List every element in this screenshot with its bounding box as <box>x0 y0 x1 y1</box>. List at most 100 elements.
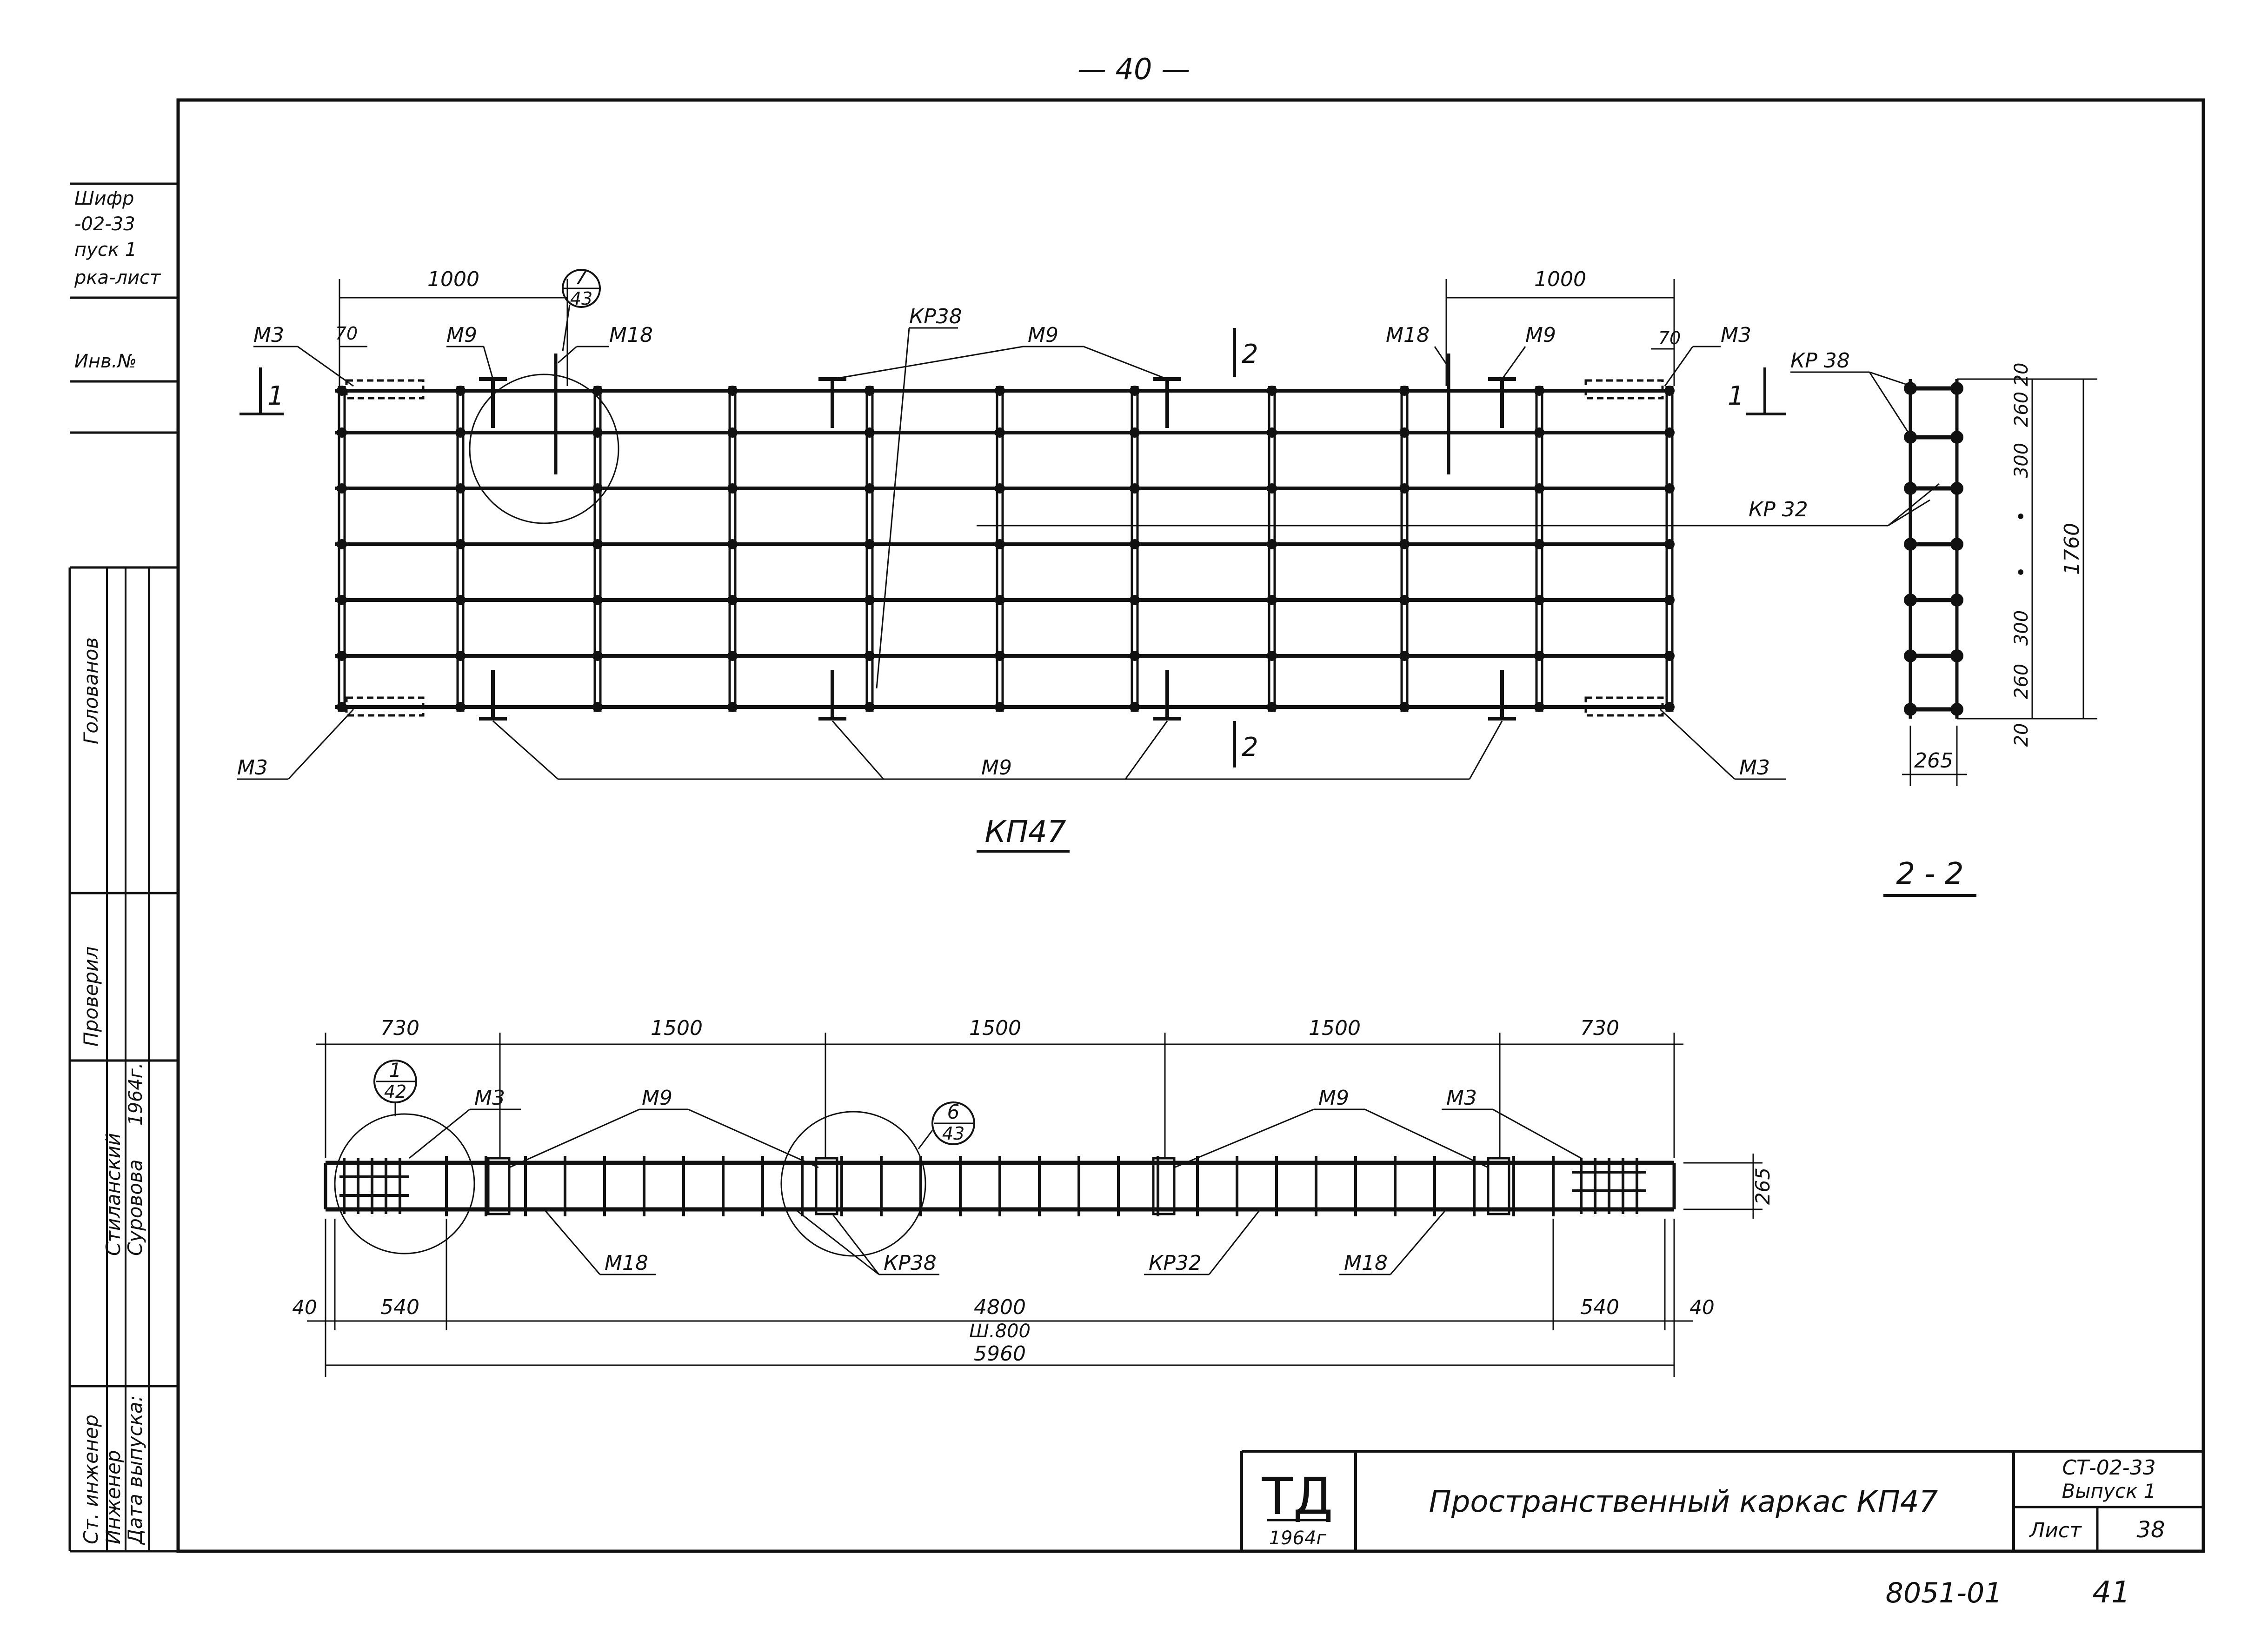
bar-node <box>1399 539 1410 549</box>
label-m9-bottom: М9 <box>981 756 1012 780</box>
bar-node <box>592 483 603 494</box>
dim-overall-2: 5960 <box>974 1342 1026 1366</box>
m3-plate-br <box>1584 696 1664 717</box>
callout-6-43 <box>931 1101 975 1145</box>
stamp-role-engineer: Инженер <box>102 1450 125 1544</box>
bar-node <box>1664 595 1675 605</box>
elev-label-kr38: КР38 <box>884 1251 937 1275</box>
dim-bottom-40-left: 40 <box>292 1296 317 1319</box>
sec-dim-4: • <box>2011 567 2032 578</box>
bar-node <box>455 539 466 549</box>
sec-label-kr38: КР 38 <box>1790 349 1850 373</box>
bar-node <box>865 651 875 661</box>
bar-node <box>1130 539 1140 549</box>
section-1-right: 1 <box>1728 381 1744 411</box>
stamp-role-senior: Ст. инженер <box>80 1414 102 1544</box>
rung-node <box>1904 649 1917 662</box>
bar-node <box>1399 427 1410 438</box>
elev-plate-4 <box>1487 1157 1510 1215</box>
bar-node <box>995 702 1005 712</box>
callout-1-num: 1 <box>389 1059 402 1081</box>
dim-bottom-4800: 4800 <box>974 1295 1026 1319</box>
label-m3-tr: М3 <box>1721 323 1751 347</box>
callout-7-43 <box>562 269 601 308</box>
bar-node <box>865 539 875 549</box>
dim-70-right: 70 <box>1658 328 1681 348</box>
elev-label-m9-left: М9 <box>642 1086 672 1110</box>
bar-node <box>1664 427 1675 438</box>
m3-plate-tr <box>1584 379 1664 400</box>
detail-callout-circle <box>469 374 619 524</box>
title-sheet-label: Лист <box>2029 1519 2082 1542</box>
bar-node <box>995 539 1005 549</box>
bar-node <box>1399 595 1410 605</box>
rung-node <box>1904 594 1917 607</box>
label-m18-tl: М18 <box>609 323 653 347</box>
bar-node <box>727 427 738 438</box>
plan-bar-nodes <box>337 386 1675 712</box>
bar-node <box>865 595 875 605</box>
bar-node <box>1399 386 1410 396</box>
bar-node <box>1664 483 1675 494</box>
bar-node <box>1130 427 1140 438</box>
bar-node <box>1664 386 1675 396</box>
footer-archive-no: 8051-01 <box>1886 1577 2002 1609</box>
bar-node <box>1130 702 1140 712</box>
bar-node <box>337 651 347 661</box>
m3-plate-bl <box>345 696 425 717</box>
bar-node <box>592 427 603 438</box>
section-2-top: 2 <box>1242 339 1258 369</box>
sec-dim-1: 260 <box>2011 392 2032 427</box>
bar-node <box>1130 483 1140 494</box>
bar-node <box>995 483 1005 494</box>
bar-node <box>1399 483 1410 494</box>
section-title: 2 - 2 <box>1896 857 1963 891</box>
bar-node <box>1534 386 1544 396</box>
bar-node <box>727 651 738 661</box>
label-kr32: КР 32 <box>1749 498 1808 521</box>
footer-page: 41 <box>2092 1575 2130 1610</box>
bar-node <box>1130 386 1140 396</box>
bar-node <box>592 595 603 605</box>
bar-node <box>1534 651 1544 661</box>
stamp-name-stilansky: Стиланский <box>102 1133 125 1256</box>
rung-node <box>1950 703 1963 716</box>
rung-node <box>1904 431 1917 444</box>
bar-node <box>455 651 466 661</box>
bar-node <box>1267 539 1277 549</box>
dim-1000-left: 1000 <box>427 267 479 291</box>
section-2-bottom: 2 <box>1242 732 1258 762</box>
callout-7-num: 7 <box>575 266 588 288</box>
page-number: — 40 — <box>1077 52 1190 86</box>
sheet-frame <box>176 98 2205 1553</box>
callout-1-sheet: 42 <box>384 1081 406 1102</box>
bar-node <box>1130 651 1140 661</box>
label-m3-bl: М3 <box>237 756 268 780</box>
bar-node <box>455 427 466 438</box>
bar-node <box>865 483 875 494</box>
sec-dim-2: 300 <box>2011 443 2032 478</box>
stamp-line-4: рка-лист <box>74 267 161 288</box>
elev-label-m18-left: М18 <box>605 1251 648 1275</box>
dim-1000-right: 1000 <box>1534 267 1586 291</box>
elev-detail-circle-mid <box>780 1111 926 1257</box>
title-name: Пространственный каркас КП47 <box>1429 1485 1938 1519</box>
plan-longitudinal-bars <box>335 389 1674 709</box>
bar-node <box>1399 651 1410 661</box>
plan-title: КП47 <box>985 815 1066 849</box>
stamp-line-2: -02-33 <box>74 214 135 235</box>
bar-node <box>1534 483 1544 494</box>
bar-node <box>727 595 738 605</box>
callout-6-sheet: 43 <box>942 1123 964 1144</box>
bar-node <box>592 651 603 661</box>
bar-node <box>995 386 1005 396</box>
bar-node <box>455 702 466 712</box>
rung-node <box>1950 431 1963 444</box>
bar-node <box>592 702 603 712</box>
rung-node <box>1950 538 1963 551</box>
dim-top-1500-b: 1500 <box>969 1016 1021 1040</box>
bar-node <box>1267 483 1277 494</box>
bar-node <box>1534 539 1544 549</box>
